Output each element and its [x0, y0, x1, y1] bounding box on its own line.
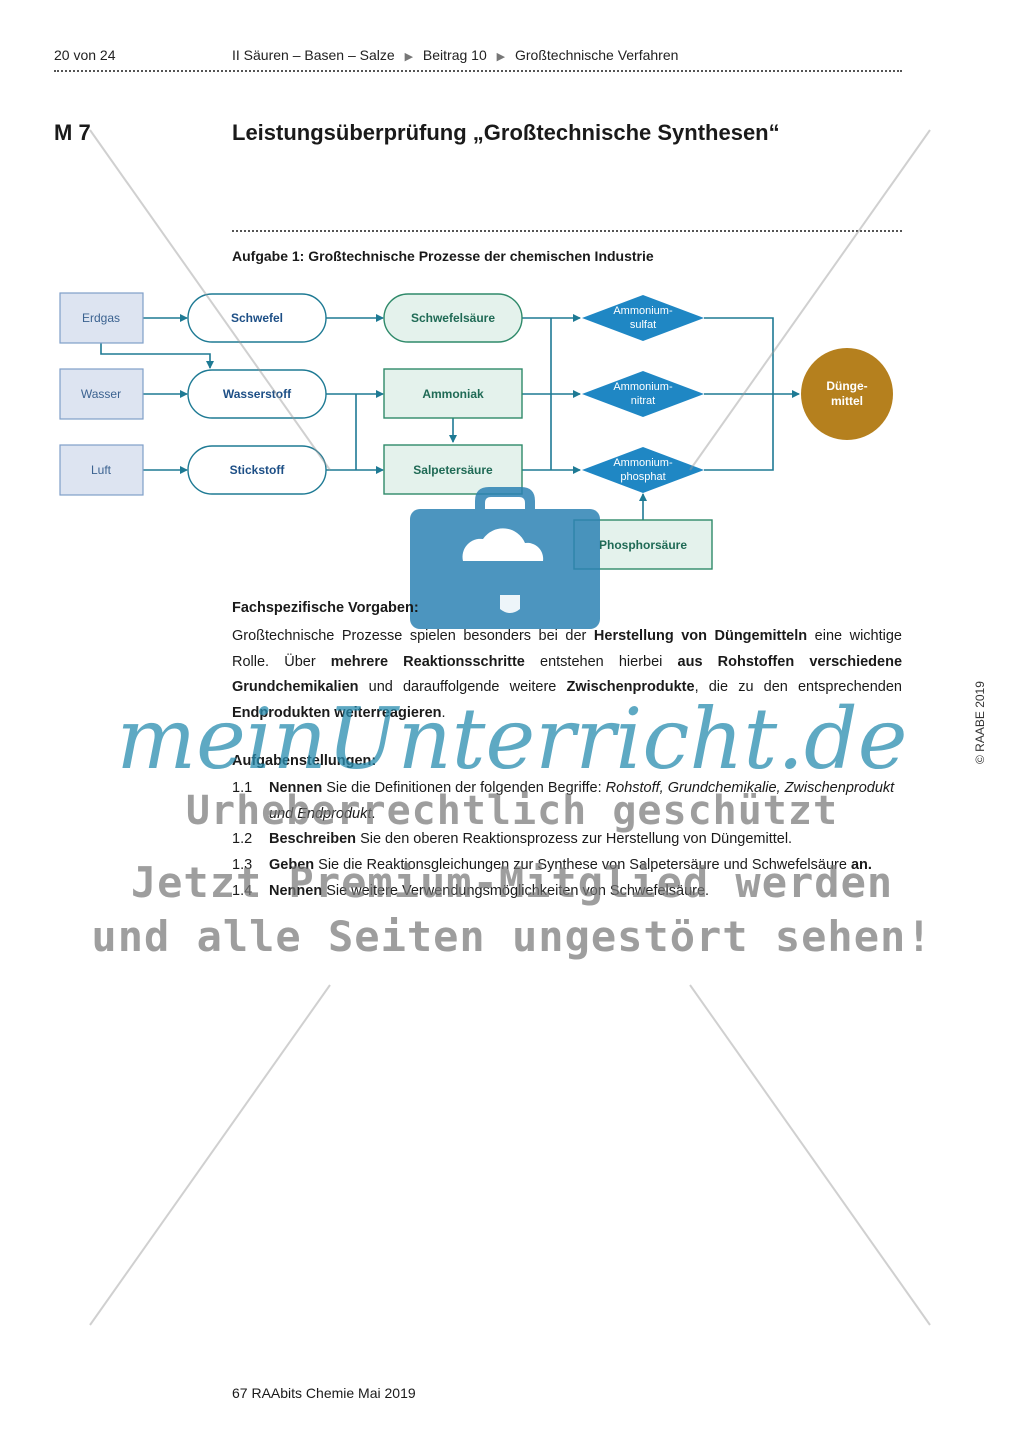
task-verb: Beschreiben: [269, 831, 357, 847]
arrow-erdgas-wasserstoff: [100, 343, 214, 369]
basic-label: Schwefel: [231, 311, 283, 325]
vorgaben-heading: Fachspezifische Vorgaben:: [232, 600, 419, 616]
watermark-brand: meinUnterricht.de: [116, 690, 908, 788]
basic-pill: [187, 369, 327, 419]
page-number: 20 von 24: [54, 47, 116, 63]
task-number: 1.3: [232, 857, 253, 873]
breadcrumb: II Säuren – Basen – Salze ▶ Beitrag 10 ▶…: [232, 47, 678, 63]
footer-issue: 67 RAAbits Chemie Mai 2019: [232, 1385, 416, 1401]
emphasis: Zwischenprodukte: [566, 679, 695, 695]
intermediate-label: Schwefelsäure: [411, 311, 495, 325]
intermediate-label: Salpetersäure: [413, 463, 493, 477]
watermark-line: und alle Seiten ungestört sehen!: [91, 912, 933, 961]
watermark-line: Urheberrechtlich geschützt: [185, 788, 839, 834]
salt-diamond: [582, 295, 704, 341]
emphasis: Endprodukten weiterreagieren: [232, 704, 442, 721]
basic-pill: [187, 445, 327, 495]
raw-box: [59, 444, 144, 496]
intermediate-box: [383, 444, 523, 495]
task-verb: an.: [850, 857, 872, 873]
task-item: 1.3 Geben Sie die Reaktionsgleichungen z…: [232, 853, 902, 879]
salt-label: Ammonium-: [613, 305, 673, 317]
product-circle: [801, 348, 893, 440]
school-bag-icon: [410, 487, 600, 629]
salt-label: Ammonium-: [613, 457, 673, 469]
breadcrumb-beitrag: Beitrag 10: [422, 47, 487, 63]
salt-diamond: [582, 447, 704, 493]
task-text: Sie die Reaktionsgleichungen zur Synthes…: [314, 857, 851, 873]
salt-label: phosphat: [620, 471, 665, 483]
task-verb: Nennen: [269, 883, 323, 899]
text-span: , die zu den entsprechenden: [694, 679, 902, 695]
copyright-notice: © RAABE 2019: [973, 681, 987, 764]
vorgaben-paragraph: Großtechnische Prozesse spielen besonder…: [232, 624, 902, 726]
intermediate-box: [383, 368, 523, 419]
text-span: .: [441, 704, 446, 721]
intermediate-label: Ammoniak: [422, 387, 484, 401]
text-span: entstehen hierbei: [524, 653, 678, 670]
task-item: 1.4 Nennen Sie weitere Verwendungsmöglic…: [232, 879, 902, 905]
salt-diamond: [582, 371, 704, 417]
aufgaben-heading: Aufgabenstellungen:: [232, 753, 377, 769]
process-flow-diagram: Erdgas Wasser Luft Schwefel Wasserstoff …: [59, 292, 893, 570]
raw-label: Wasser: [81, 387, 121, 401]
page-title: Leistungsüberprüfung „Großtechnische Syn…: [232, 120, 780, 145]
triangle-right-icon: ▶: [404, 51, 414, 63]
salt-label: Ammonium-: [613, 381, 673, 393]
salt-label: sulfat: [630, 319, 656, 331]
emphasis: Herstellung von Düngemitteln: [593, 628, 808, 644]
basic-pill: [187, 293, 327, 343]
intermediate-pill: [383, 293, 523, 343]
task-item: 1.2 Beschreiben Sie den oberen Reaktions…: [232, 827, 902, 853]
basic-label: Stickstoff: [230, 463, 286, 477]
task-number: 1.1: [232, 780, 253, 796]
emphasis: aus Rohstoffen verschiedene Grundchemika…: [232, 653, 903, 696]
salt-label: nitrat: [631, 395, 655, 407]
task-text: Sie den oberen Reaktionsprozess zur Hers…: [356, 831, 793, 847]
section-divider: [232, 230, 902, 232]
task-title: Aufgabe 1: Großtechnische Prozesse der c…: [232, 248, 654, 264]
task-item: 1.1 Nennen Sie die Definitionen der folg…: [232, 776, 902, 828]
task-verb: Geben: [269, 857, 315, 873]
text-span: Großtechnische Prozesse spielen besonder…: [232, 628, 594, 644]
header-divider: [54, 70, 902, 72]
text-span: eine wichtige Rolle. Über: [232, 628, 902, 670]
text-span: und darauffolgende weitere: [358, 679, 567, 695]
material-code: M 7: [54, 120, 91, 145]
task-number: 1.4: [232, 883, 253, 899]
raw-label: Luft: [91, 463, 112, 477]
product-label: mittel: [831, 394, 863, 408]
triangle-right-icon: ▶: [496, 51, 506, 63]
basic-label: Wasserstoff: [223, 387, 292, 401]
task-text: Sie weitere Verwendungsmöglichkeiten von…: [322, 883, 710, 899]
task-terms: Rohstoff, Grundchemikalie, Zwischenprodu…: [269, 780, 895, 822]
task-text: .: [371, 805, 376, 822]
raw-box: [59, 368, 144, 420]
task-text: Sie die Definitionen der folgenden Begri…: [322, 780, 606, 796]
breadcrumb-topic: Großtechnische Verfahren: [515, 47, 679, 63]
task-number: 1.2: [232, 831, 253, 847]
task-verb: Nennen: [269, 780, 323, 796]
raw-label: Erdgas: [82, 311, 120, 325]
raw-box: [59, 292, 144, 344]
intermediate-label: Phosphorsäure: [599, 538, 687, 552]
product-label: Dünge-: [826, 379, 867, 393]
emphasis: mehrere Reaktionsschritte: [330, 653, 525, 670]
breadcrumb-chapter: II Säuren – Basen – Salze: [232, 47, 395, 63]
watermark-line: Jetzt Premium-Mitglied werden: [130, 858, 894, 907]
